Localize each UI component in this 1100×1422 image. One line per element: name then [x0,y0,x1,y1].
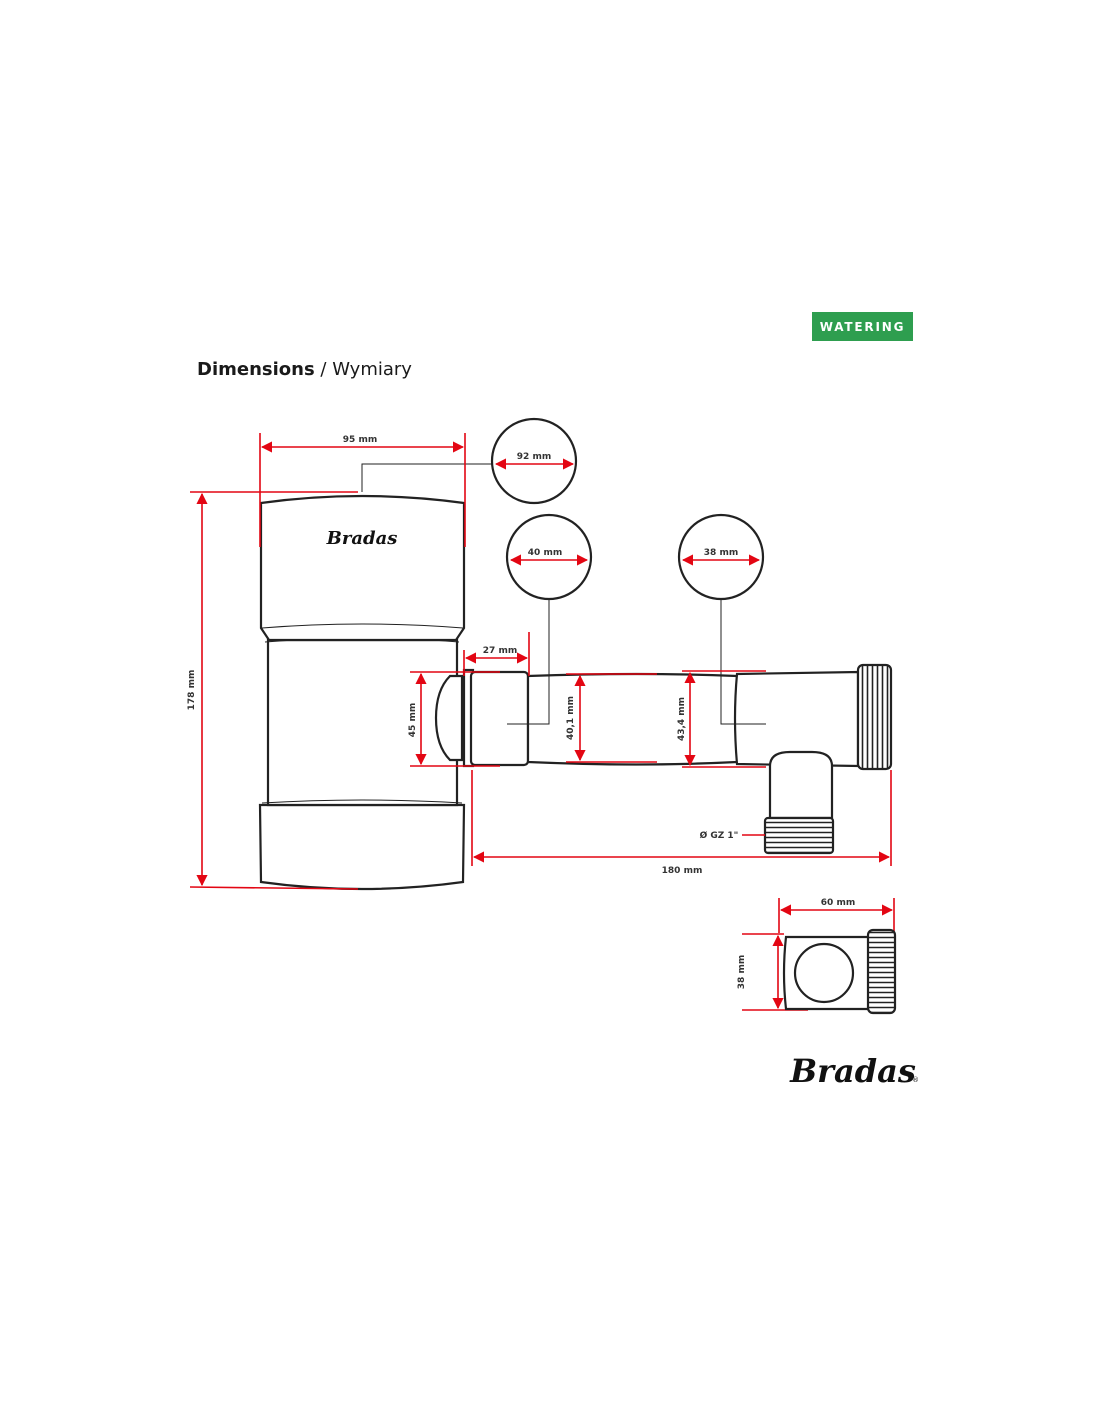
side-view: 60 mm 38 mm [737,898,897,1015]
dim-width-top: 95 mm [343,435,377,445]
callout-40: 40 mm [505,513,593,725]
dim-inlet-height: 45 mm [408,703,418,737]
dim-diameter-top: 92 mm [517,452,551,462]
registered-mark: ® [912,1076,919,1084]
dim-pipe-inner-a: 40,1 mm [566,696,576,740]
svg-text:Bradas: Bradas [789,1052,916,1090]
page-title: Dimensions / Wymiary [197,359,412,380]
cap-brand-logo: Bradas [326,528,398,549]
title-secondary: Wymiary [332,359,412,380]
filter-top-cap [259,494,466,642]
dim-diameter-inlet: 40 mm [528,548,562,558]
brand-logo: Bradas ® [789,1052,919,1090]
callout-92: 92 mm [361,417,578,505]
dim-pipe-inner-b: 43,4 mm [677,697,687,741]
filter-body: Bradas [258,494,466,891]
category-badge: WATERING [812,312,913,341]
dim-length-total: 180 mm [662,866,703,876]
connector-pipe [526,663,893,771]
dim-diameter-outlet: 38 mm [704,548,738,558]
knurled-nut [856,663,893,771]
title-separator: / [314,359,333,380]
dim-side-height: 38 mm [737,955,747,989]
filter-middle-body [266,638,459,807]
threaded-fitting [763,750,835,855]
dim-inlet-depth: 27 mm [483,646,517,656]
title-primary: Dimensions [197,359,315,380]
inlet-nozzle [434,668,530,768]
dim-height-total: 178 mm [187,670,197,711]
dim-thread: Ø GZ 1" [700,830,739,841]
filter-bottom-cup [258,803,466,891]
dim-side-width: 60 mm [821,898,855,908]
dimension-lines: 95 mm 178 mm 27 mm 45 mm 40,1 mm 43,4 mm… [187,433,892,890]
callout-38: 38 mm [677,513,766,725]
